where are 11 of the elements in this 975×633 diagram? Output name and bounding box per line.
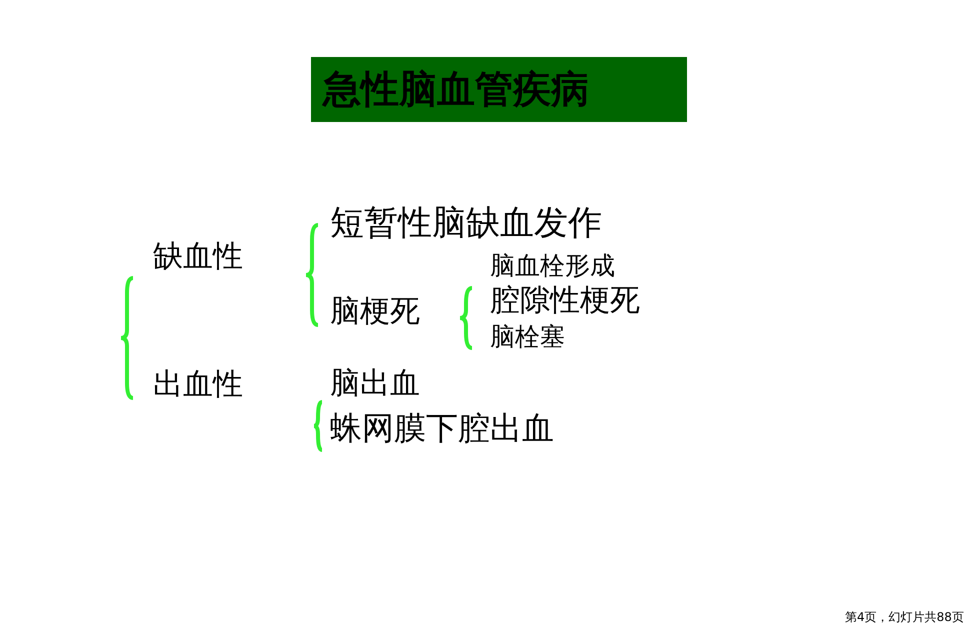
slide-title: 急性脑血管疾病 [311,57,687,122]
category-text: 缺血性 [153,240,243,274]
category-text: 脑梗死 [330,295,420,330]
category-text: 脑血栓形成 [490,252,615,281]
page-footer: 第4页，幻灯片共88页 [845,611,964,625]
category-text: 腔隙性梗死 [490,284,640,318]
category-text: 脑栓塞 [490,323,565,352]
category-text: 短暂性脑缺血发作 [330,204,602,244]
category-text: 蛛网膜下腔出血 [330,410,554,447]
category-text: 脑出血 [330,367,420,402]
category-text: 出血性 [153,368,243,402]
